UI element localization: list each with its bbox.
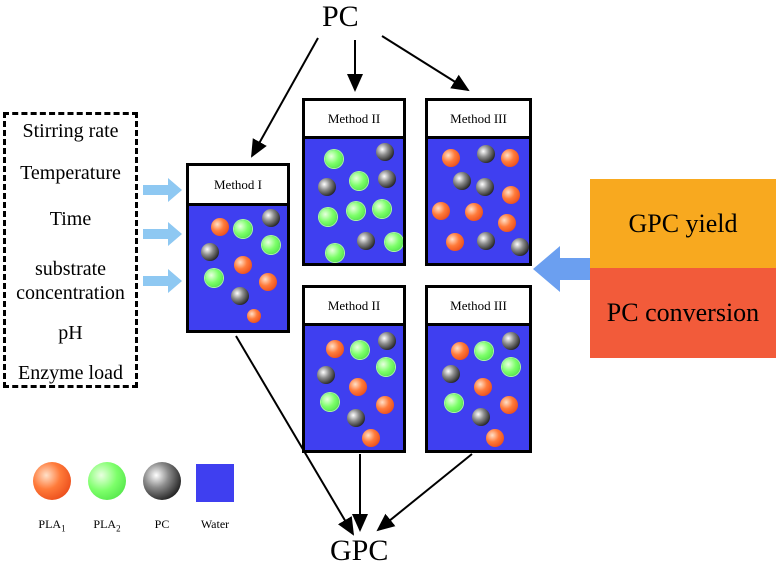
pla1-particle [326,340,344,358]
pla1-particle [259,273,277,291]
pc-particle [378,332,396,350]
pc-conversion-box: PC conversion [590,268,776,358]
pc-particle [376,143,394,161]
legend-pc-swatch [143,462,181,500]
condition-arrow-1 [143,178,182,202]
pc-particle [262,209,280,227]
arrow-method3-to-gpc [376,453,473,532]
pla1-particle [376,396,394,414]
pla2-particle [325,150,343,168]
pla2-particle [350,172,368,190]
pla1-particle [234,256,252,274]
arrow-pc-to-method3 [381,35,470,92]
pla2-particle [502,358,520,376]
pla1-particle [442,149,460,167]
pla1-particle [500,396,518,414]
condition-substrate-line2: concentration [16,282,125,304]
legend-pla2-label: PLA2 [93,517,121,534]
pc-particle [502,332,520,350]
legend-pc-label: PC [154,517,170,531]
pla1-particle [465,203,483,221]
condition-arrows [143,178,182,293]
gpc-yield-box: GPC yield [590,179,776,268]
pla2-particle [385,233,403,251]
pla1-particle [362,429,380,447]
legend-water-swatch [196,464,234,502]
pc-particle [357,232,375,250]
gpc-title: GPC [330,534,389,567]
conditions-box [3,112,138,388]
legend-pla1-label: PLA1 [38,517,66,534]
pla1-particle [451,342,469,360]
pla2-particle [351,341,369,359]
pla1-particle [446,233,464,251]
beaker-method1-label: Method I [189,166,287,206]
pla1-particle [247,309,261,323]
pla1-particle [502,186,520,204]
pla2-particle [319,208,337,226]
pc-particle [453,172,471,190]
legend-pla2-swatch [88,462,126,500]
pla1-particle [486,429,504,447]
condition-time: Time [49,208,92,230]
condition-stirring-rate: Stirring rate [22,120,119,142]
gpc-yield-label: GPC yield [628,208,738,238]
pla2-particle [321,393,339,411]
legend-water-label: Water [200,517,230,531]
feedback-arrow [533,246,590,292]
condition-arrow-3 [143,269,182,293]
condition-arrow-2 [143,222,182,246]
pla2-particle [373,200,391,218]
pla2-particle [234,220,252,238]
beaker-method3-bottom-label: Method III [428,288,529,326]
pla1-particle [432,202,450,220]
beaker-method3-bottom: Method III [425,285,532,453]
pc-particle [378,170,396,188]
pla1-particle [501,149,519,167]
pc-particle [317,366,335,384]
condition-enzyme-load: Enzyme load [18,362,123,384]
beaker-method1: Method I [186,163,290,333]
pc-particle [442,365,460,383]
beaker-method3-top-label: Method III [428,101,529,139]
pc-title: PC [322,0,359,33]
pc-conversion-label: PC conversion [606,298,760,327]
pc-particle [511,238,529,256]
pc-particle [318,178,336,196]
pc-particle [477,145,495,163]
pla1-particle [474,378,492,396]
condition-ph: pH [58,322,83,344]
beaker-method2-bottom: Method II [302,285,406,453]
pla2-particle [347,202,365,220]
condition-substrate-line1: substrate [34,258,107,280]
pla2-particle [475,342,493,360]
pc-particle [472,408,490,426]
pc-particle [201,243,219,261]
pla2-particle [326,244,344,262]
pc-particle [231,287,249,305]
legend-pla1-swatch [33,462,71,500]
pc-particle [347,409,365,427]
condition-temperature: Temperature [20,162,121,184]
pla2-particle [205,269,223,287]
arrow-method1-to-gpc [235,335,355,536]
pla1-particle [349,378,367,396]
beaker-method2-top-label: Method II [305,101,403,139]
arrow-pc-to-method1 [251,37,319,158]
beaker-method2-bottom-label: Method II [305,288,403,326]
pla1-particle [211,218,229,236]
beaker-method3-top: Method III [425,98,532,266]
pla1-particle [498,214,516,232]
pla2-particle [262,236,280,254]
pla2-particle [445,394,463,412]
pc-particle [476,178,494,196]
beaker-method2-top: Method II [302,98,406,266]
pla2-particle [377,358,395,376]
pc-particle [477,232,495,250]
